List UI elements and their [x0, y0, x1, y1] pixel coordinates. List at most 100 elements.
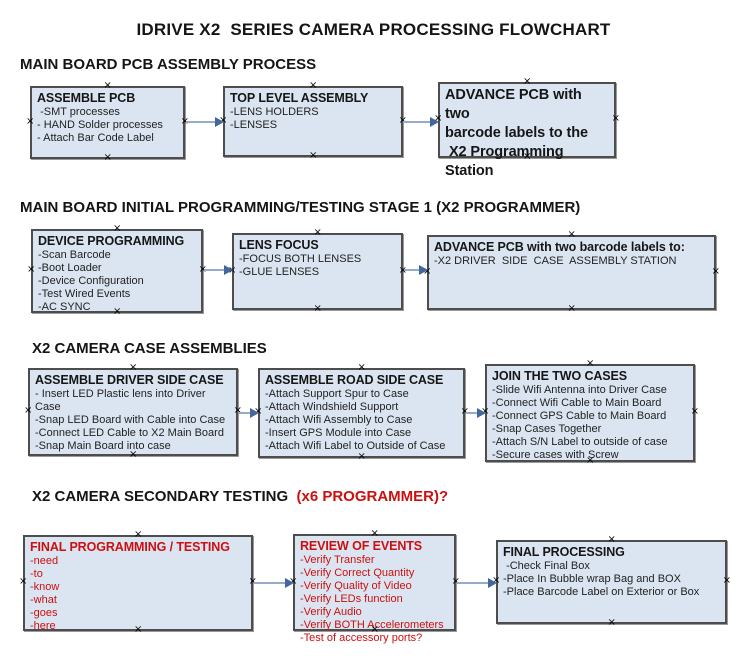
- box-title: ADVANCE PCB with two barcode labels to t…: [445, 87, 588, 179]
- box-item: -Connect LED Cable to X2 Main Board: [35, 427, 224, 439]
- box-item: -X2 DRIVER SIDE CASE ASSEMBLY STATION: [434, 255, 677, 267]
- box-item: -GLUE LENSES: [239, 266, 320, 278]
- box-title: REVIEW OF EVENTS: [300, 539, 423, 553]
- flow-box-assemble-road-side-case[interactable]: ASSEMBLE ROAD SIDE CASE -Attach Support …: [254, 363, 469, 462]
- box-item: -Test Wired Events: [38, 288, 131, 300]
- box-item: -LENS HOLDERS: [230, 106, 319, 118]
- connector-arrow-4[interactable]: [404, 265, 428, 275]
- section-header-initial-programming: MAIN BOARD INITIAL PROGRAMMING/TESTING S…: [20, 199, 581, 216]
- box-item: -what: [30, 594, 57, 606]
- box-item: -Scan Barcode: [38, 249, 111, 261]
- box-item: -Place Barcode Label on Exterior or Box: [503, 586, 700, 598]
- box-item: -AC SYNC: [38, 301, 91, 313]
- flow-box-assemble-driver-side-case[interactable]: ASSEMBLE DRIVER SIDE CASE - Insert LED P…: [24, 363, 242, 460]
- box-item: -Test of accessory ports?: [300, 632, 423, 644]
- box-item: -Verify Audio: [300, 606, 362, 618]
- flow-box-lens-focus[interactable]: LENS FOCUS -FOCUS BOTH LENSES -GLUE LENS…: [228, 228, 407, 314]
- box-item: -Snap Cases Together: [492, 423, 602, 435]
- box-item: -Check Final Box: [503, 560, 590, 572]
- box-item: -Boot Loader: [38, 262, 102, 274]
- box-title: DEVICE PROGRAMMING: [38, 234, 185, 248]
- box-item: -LENSES: [230, 119, 278, 131]
- box-title: JOIN THE TWO CASES: [492, 369, 628, 383]
- connection-point: ×: [313, 303, 322, 314]
- box-item: -here: [30, 620, 56, 632]
- box-title: ADVANCE PCB with two barcode labels to:: [434, 240, 685, 254]
- flow-box-top-level-assembly[interactable]: TOP LEVEL ASSEMBLY -LENS HOLDERS -LENSES…: [219, 81, 407, 161]
- connection-point: ×: [103, 80, 112, 91]
- box-item: -Verify Quality of Video: [300, 580, 412, 592]
- box-item: -know: [30, 581, 60, 593]
- section-header-pcb-assembly: MAIN BOARD PCB ASSEMBLY PROCESS: [20, 56, 317, 73]
- box-item: -need: [30, 555, 59, 567]
- connector-arrow-5[interactable]: [239, 408, 259, 418]
- connection-point: ×: [309, 80, 318, 91]
- box-item: -Attach Wifi Label to Outside of Case: [265, 440, 446, 452]
- box-item: -to: [30, 568, 43, 580]
- connection-point: ×: [26, 115, 35, 127]
- connection-point: ×: [313, 227, 322, 238]
- connection-point: ×: [607, 534, 616, 545]
- box-item: -Verify BOTH Accelerometers: [300, 619, 444, 631]
- connection-point: ×: [129, 362, 138, 373]
- connection-point: ×: [567, 229, 576, 240]
- box-item: -SMT processes: [37, 106, 120, 118]
- box-item: - Attach Bar Code Label: [37, 132, 154, 144]
- connection-point: ×: [103, 152, 112, 163]
- box-item: -Attach S/N Label to outside of case: [492, 436, 668, 448]
- box-item: -Connect GPS Cable to Main Board: [492, 410, 667, 422]
- connector-arrow-1[interactable]: [186, 117, 224, 127]
- flow-box-advance-pcb-programming-station[interactable]: ADVANCE PCB with two barcode labels to t…: [434, 77, 620, 180]
- connection-point: ×: [357, 451, 366, 462]
- connection-point: ×: [607, 617, 616, 628]
- box-item: -Slide Wifi Antenna into Driver Case: [492, 384, 667, 396]
- connection-point: ×: [722, 575, 731, 586]
- box-item: -Insert GPS Module into Case: [265, 427, 412, 439]
- page-title: IDRIVE X2 SERIES CAMERA PROCESSING FLOWC…: [136, 20, 611, 39]
- flow-box-device-programming[interactable]: DEVICE PROGRAMMING -Scan Barcode -Boot L…: [27, 224, 207, 317]
- box-item: -Secure cases with Screw: [492, 449, 619, 461]
- connection-point: ×: [113, 223, 122, 234]
- connection-point: ×: [24, 405, 33, 416]
- box-item: -Place In Bubble wrap Bag and BOX: [503, 573, 681, 585]
- section-header-black-part: X2 CAMERA SECONDARY TESTING: [32, 488, 293, 505]
- connection-point: ×: [134, 529, 143, 540]
- box-item: - Insert LED Plastic lens into Driver Ca…: [35, 388, 209, 413]
- box-item: -Snap Main Board into case: [35, 440, 171, 452]
- box-item: -Attach Wifi Assembly to Case: [265, 414, 413, 426]
- box-item: -goes: [30, 607, 58, 619]
- connector-arrow-6[interactable]: [466, 408, 486, 418]
- box-item: -Verify Transfer: [300, 554, 375, 566]
- box-item: -FOCUS BOTH LENSES: [239, 253, 362, 265]
- box-item: -Connect Wifi Cable to Main Board: [492, 397, 662, 409]
- connector-arrow-3[interactable]: [204, 265, 233, 275]
- flow-box-join-the-two-cases[interactable]: JOIN THE TWO CASES -Slide Wifi Antenna i…: [481, 359, 699, 466]
- flow-box-assemble-pcb[interactable]: ASSEMBLE PCB -SMT processes - HAND Solde…: [26, 81, 189, 163]
- connection-point: ×: [357, 362, 366, 373]
- box-title: ASSEMBLE DRIVER SIDE CASE: [35, 373, 224, 387]
- flow-box-advance-pcb-driver-side[interactable]: ADVANCE PCB with two barcode labels to: …: [423, 230, 720, 314]
- connection-point: ×: [19, 576, 28, 587]
- box-item: -Verify Correct Quantity: [300, 567, 415, 579]
- box-title: TOP LEVEL ASSEMBLY: [230, 91, 369, 105]
- flow-box-final-programming-testing[interactable]: FINAL PROGRAMMING / TESTING -need -to -k…: [19, 530, 257, 635]
- box-item: -Verify LEDs function: [300, 593, 403, 605]
- section-header-case-assemblies: X2 CAMERA CASE ASSEMBLIES: [32, 340, 267, 357]
- flow-box-final-processing[interactable]: FINAL PROCESSING -Check Final Box -Place…: [492, 535, 731, 628]
- connector-arrow-7[interactable]: [254, 578, 294, 588]
- flow-box-review-of-events[interactable]: REVIEW OF EVENTS -Verify Transfer -Verif…: [289, 529, 460, 645]
- section-header-red-part: (x6 PROGRAMMER)?: [292, 488, 449, 505]
- connection-point: ×: [611, 113, 620, 124]
- connector-arrow-2[interactable]: [403, 117, 439, 127]
- connection-point: ×: [523, 76, 532, 87]
- connection-point: ×: [690, 406, 699, 417]
- box-item: -Attach Windshield Support: [265, 401, 399, 413]
- connection-point: ×: [27, 264, 36, 275]
- connection-point: ×: [309, 150, 318, 161]
- box-item: -Device Configuration: [38, 275, 144, 287]
- connector-arrow-8[interactable]: [457, 578, 497, 588]
- section-header-secondary-testing: X2 CAMERA SECONDARY TESTING (x6 PROGRAMM…: [32, 488, 448, 505]
- box-title: ASSEMBLE ROAD SIDE CASE: [265, 373, 444, 387]
- box-title: FINAL PROGRAMMING / TESTING: [30, 540, 230, 554]
